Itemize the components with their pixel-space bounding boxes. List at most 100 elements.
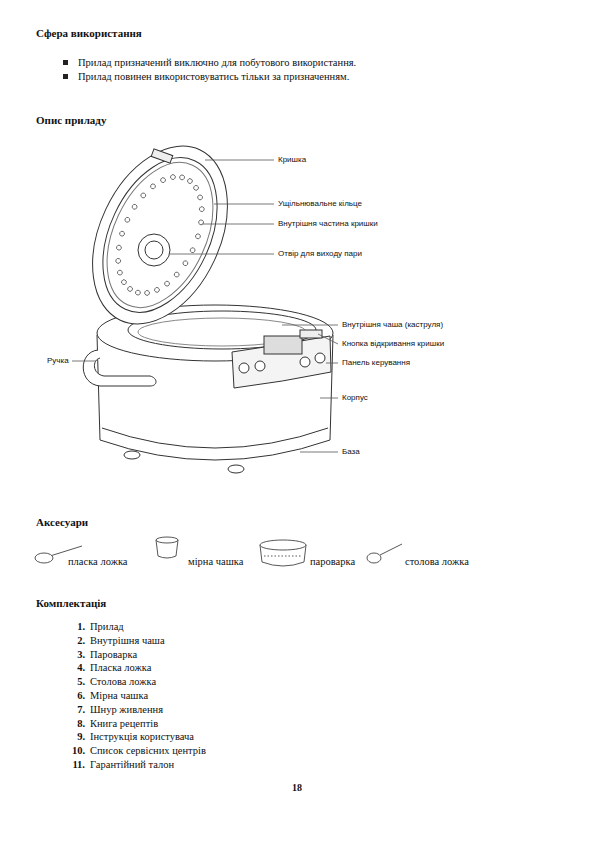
lid-hole — [150, 183, 156, 189]
part-label: Внутрішня частина кришки — [278, 219, 378, 229]
part-label: Корпус — [342, 393, 368, 403]
holes — [98, 161, 222, 309]
flat-spoon — [35, 553, 53, 563]
list-number: 9. — [77, 731, 85, 744]
steamer-holes — [264, 556, 302, 557]
bullet-text: Прилад повинен використовуватись тільки … — [78, 71, 349, 84]
leader-line — [300, 452, 338, 453]
leader-line — [202, 224, 274, 225]
bullet — [63, 74, 68, 79]
lid-hole — [144, 290, 150, 296]
lid-inner — [86, 146, 234, 324]
lid-hole — [193, 185, 199, 191]
part-label: Ущільнювальне кільце — [278, 199, 362, 209]
list-number: 2. — [77, 635, 85, 648]
list-number: 4. — [77, 662, 85, 675]
heading: Сфера використання — [36, 27, 142, 40]
lid-hole — [170, 174, 176, 180]
lid-hole — [198, 219, 204, 225]
lid-hole — [135, 289, 141, 295]
lid-hole — [174, 271, 180, 277]
list-number: 7. — [77, 704, 85, 717]
lid-hole — [127, 286, 133, 292]
part-label: Внутрішня чаша (каструля) — [342, 320, 443, 330]
foot — [124, 451, 140, 459]
part-label: Кнопка відкривання кришки — [342, 339, 444, 349]
button — [255, 361, 265, 371]
accessory-label: столова ложка — [405, 556, 469, 569]
list-item: Прилад — [90, 621, 124, 634]
lid — [66, 124, 254, 345]
display — [264, 336, 302, 354]
button — [300, 357, 310, 367]
list-item: Гарантійний талон — [90, 759, 174, 772]
list-item: Пласка ложка — [90, 662, 151, 675]
lid-hole — [195, 233, 201, 239]
multicooker — [66, 124, 333, 473]
lid-hole — [131, 204, 137, 210]
lid-outer — [66, 124, 254, 345]
lid-hole — [154, 287, 160, 293]
lid-hole — [124, 217, 130, 223]
spoon-handle — [50, 546, 82, 556]
accessory-label: пароварка — [310, 556, 355, 569]
list-item: Мірна чашка — [90, 690, 148, 703]
accessory-label: пласка ложка — [68, 556, 128, 569]
list-item: Пароварка — [90, 649, 137, 662]
heading: Опис приладу — [36, 114, 106, 127]
lid-hole — [116, 244, 122, 250]
leader-line — [72, 361, 96, 362]
list-item: Столова ложка — [90, 676, 156, 689]
lid-hole — [199, 206, 205, 212]
part-label: Кришка — [278, 155, 306, 165]
lid-hole — [187, 178, 193, 184]
part-label: Отвір для виходу пари — [278, 249, 362, 259]
leader-line — [326, 363, 338, 364]
list-number: 8. — [77, 718, 85, 731]
leader-line — [318, 334, 338, 344]
list-item: Інструкція користувача — [90, 731, 194, 744]
base-band — [102, 428, 328, 448]
list-item: Книга рецептів — [90, 718, 158, 731]
bullet — [63, 60, 68, 65]
list-item: Список сервісних центрів — [90, 745, 206, 758]
lid-hole — [197, 194, 203, 200]
button — [239, 363, 249, 373]
lid-hole — [179, 174, 185, 180]
lid-hole — [160, 177, 166, 183]
control-panel — [232, 336, 331, 388]
spoon-handle — [380, 544, 402, 555]
leader-line — [205, 160, 274, 161]
accessory-label: мірна чашка — [188, 556, 243, 569]
table-spoon — [367, 553, 381, 563]
lid-hole — [182, 260, 188, 266]
lid-hole — [115, 258, 121, 264]
list-number: 10. — [72, 745, 85, 758]
steam-outlet-core — [145, 241, 163, 259]
part-label: Ручка — [47, 356, 69, 366]
heading: Аксесуари — [36, 516, 88, 529]
list-number: 11. — [72, 759, 85, 772]
seal-ring — [80, 140, 240, 331]
page-number: 18 — [292, 782, 302, 794]
handle — [83, 350, 156, 386]
leader-line — [282, 325, 338, 326]
list-number: 6. — [77, 690, 85, 703]
lid-hole — [164, 280, 170, 286]
foot — [228, 465, 244, 473]
list-number: 1. — [77, 621, 85, 634]
bullet-text: Прилад призначений виключно для побутово… — [78, 57, 356, 70]
part-label: Панель керування — [342, 358, 410, 368]
lid-hole — [119, 230, 125, 236]
steam-outlet — [138, 234, 170, 266]
steamer-rim — [260, 540, 306, 550]
leader-line — [320, 398, 338, 399]
lid-hole — [189, 247, 195, 253]
lid-hole — [121, 279, 127, 285]
lid-hole — [140, 192, 146, 198]
list-number: 5. — [77, 676, 85, 689]
lid-hole — [117, 269, 123, 275]
part-label: База — [342, 447, 360, 457]
